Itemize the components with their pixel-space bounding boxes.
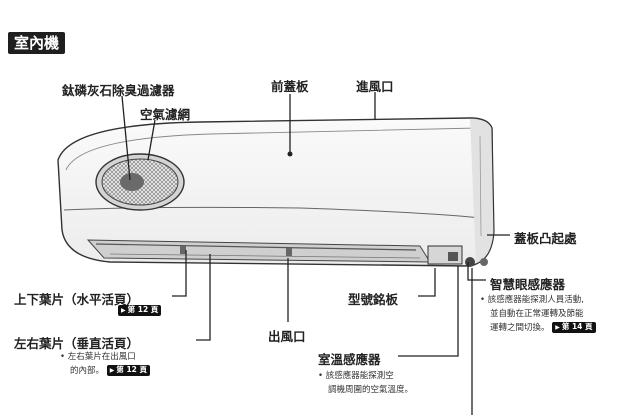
label-panel-raise: 蓋板凸起處 [514,231,577,246]
unit-body [57,117,495,267]
label-smart-eye: 智慧眼感應器 [490,277,566,292]
smart-eye-note: • 該感應器能探測人員活動, 並自動在正常運轉及節能 運轉之間切換。 第 14 … [480,293,596,335]
smart-eye-note-line: • 該感應器能探測人員活動, [480,295,584,305]
section-title: 室內機 [8,32,66,54]
label-air-net: 空氣濾網 [140,107,191,122]
label-room-temp-sensor: 室溫感應器 [318,352,381,367]
label-air-outlet: 出風口 [268,329,306,344]
smart-eye-note-line: 並自動在正常運轉及節能 [490,309,584,319]
label-front-panel: 前蓋板 [271,79,309,94]
label-air-inlet: 進風口 [356,79,394,94]
label-horizontal-louver: 左右葉片（垂直活頁） [14,336,140,351]
vertical-louver-ref: 第 12 頁 [118,304,162,318]
horizontal-louver-note-line: 的內部。 第 12 頁 [60,364,151,378]
room-temp-note: • 該感應器能探測空 調機周圍的空氣溫度。 [318,369,413,397]
room-temp-note-line: 調機周圍的空氣溫度。 [328,385,414,395]
horizontal-louver-note: • 左右葉片在出風口 的內部。 第 12 頁 [60,350,151,378]
label-titanium-filter: 鈦磷灰石除臭過濾器 [62,83,175,98]
leader-lines [121,92,510,415]
smart-eye-note-text: 運轉之間切換。 [490,323,550,333]
page-ref-badge[interactable]: 第 12 頁 [118,305,162,316]
label-vertical-louver: 上下葉片（水平活頁） [14,292,140,307]
smart-eye-note-line: 運轉之間切換。 第 14 頁 [480,321,596,335]
label-model-plate: 型號銘板 [348,292,399,307]
page-ref-badge[interactable]: 第 14 頁 [552,322,596,333]
horizontal-louver-note-line: • 左右葉片在出風口 [60,352,136,362]
room-temp-note-line: • 該感應器能探測空 [318,371,394,381]
filter-window [95,153,185,211]
page-ref-badge[interactable]: 第 12 頁 [106,365,151,376]
horizontal-louver-note-text: 的內部。 [70,366,105,376]
